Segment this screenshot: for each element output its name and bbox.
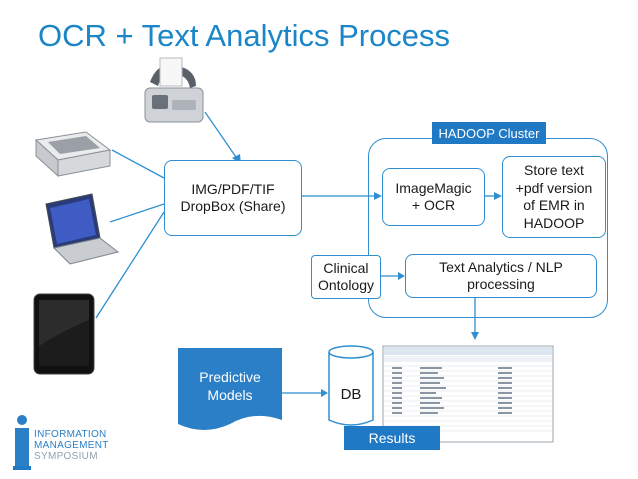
fax-machine-icon [144,57,204,123]
page-title: OCR + Text Analytics Process [38,18,451,53]
hadoop-cluster-label: HADOOP Cluster [432,122,546,144]
logo-wordmark: INFORMATION MANAGEMENT SYMPOSIUM [34,429,109,462]
laptop-icon [45,193,120,265]
results-label: Results [344,426,440,450]
imagemagic-ocr-node: ImageMagic+ OCR [382,168,485,226]
scanner-icon [34,131,112,178]
tablet-icon [33,293,95,375]
db-label: DB [340,386,362,403]
